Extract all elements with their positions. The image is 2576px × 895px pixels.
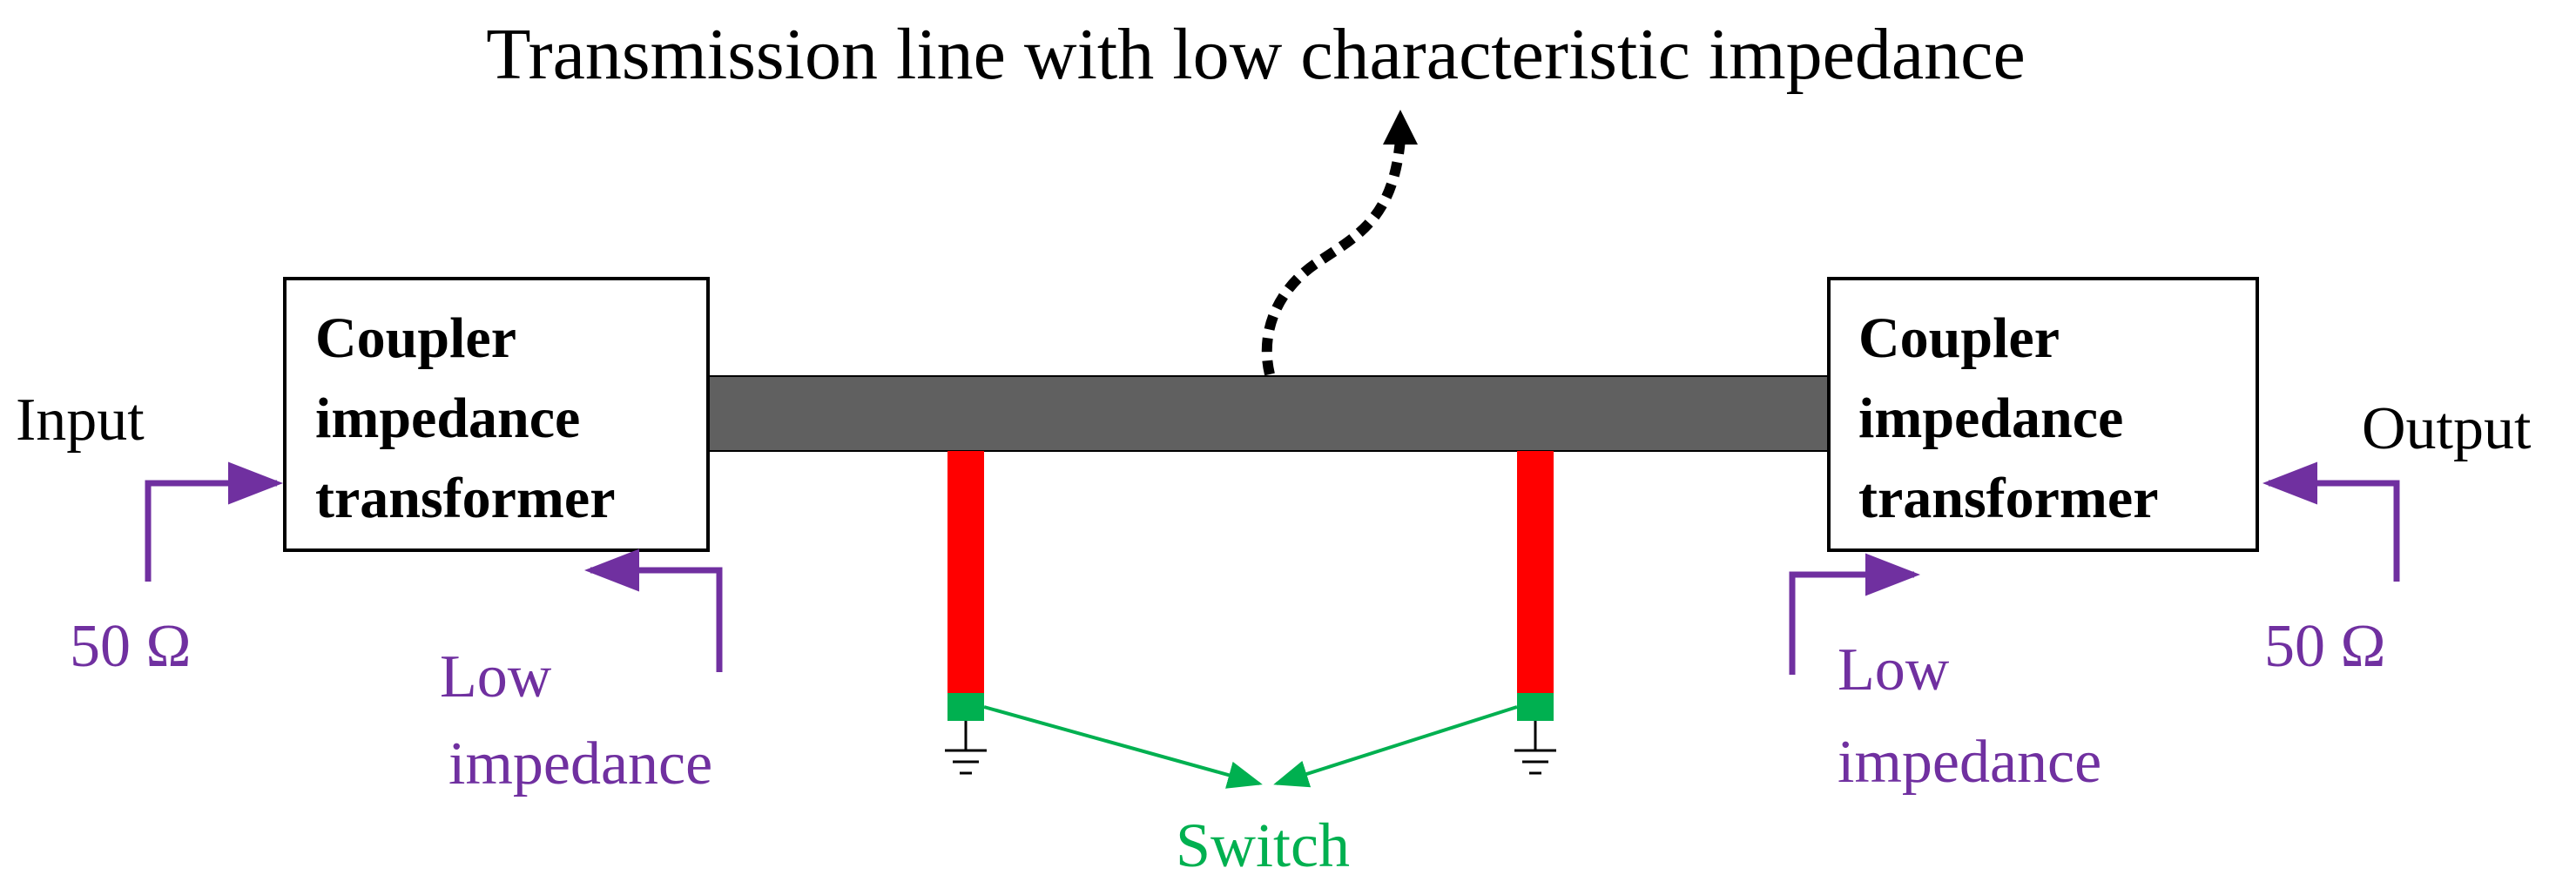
left-50ohm-arrow — [145, 461, 283, 582]
switch-label: Switch — [1176, 811, 1350, 880]
left-stub — [947, 451, 984, 721]
left-box-line3: transformer — [315, 467, 616, 530]
right-low-line1: Low — [1838, 636, 1950, 703]
right-50ohm-arrow — [2262, 461, 2400, 582]
left-low-impedance-arrow — [584, 548, 723, 672]
left-low-line1: Low — [440, 643, 552, 710]
left-switch-pad — [947, 693, 984, 721]
left-low-line2: impedance — [448, 730, 712, 797]
annotation-arrow — [1261, 110, 1418, 376]
right-switch-pad — [1517, 693, 1554, 721]
input-label: Input — [16, 387, 145, 454]
left-box-line1: Coupler — [315, 306, 516, 370]
right-coupler-box: Coupler impedance transformer — [1827, 277, 2259, 552]
right-stub — [1517, 451, 1554, 721]
left-50ohm-label: 50 Ω — [70, 613, 192, 680]
diagram-title: Transmission line with low characteristi… — [486, 14, 2026, 95]
right-50ohm-label: 50 Ω — [2264, 613, 2386, 680]
transmission-line — [706, 375, 1831, 452]
left-box-line2: impedance — [315, 387, 580, 450]
output-label: Output — [2362, 395, 2532, 462]
right-low-line2: impedance — [1838, 729, 2101, 796]
left-coupler-box: Coupler impedance transformer — [283, 277, 710, 552]
switch-arrow-right — [1273, 705, 1518, 788]
left-ground-icon — [945, 721, 987, 775]
right-box-line1: Coupler — [1858, 306, 2060, 370]
switch-arrow-left — [983, 705, 1263, 789]
right-ground-icon — [1514, 721, 1556, 775]
right-box-line3: transformer — [1858, 467, 2159, 530]
right-low-impedance-arrow — [1789, 553, 1920, 675]
right-box-line2: impedance — [1858, 387, 2123, 450]
